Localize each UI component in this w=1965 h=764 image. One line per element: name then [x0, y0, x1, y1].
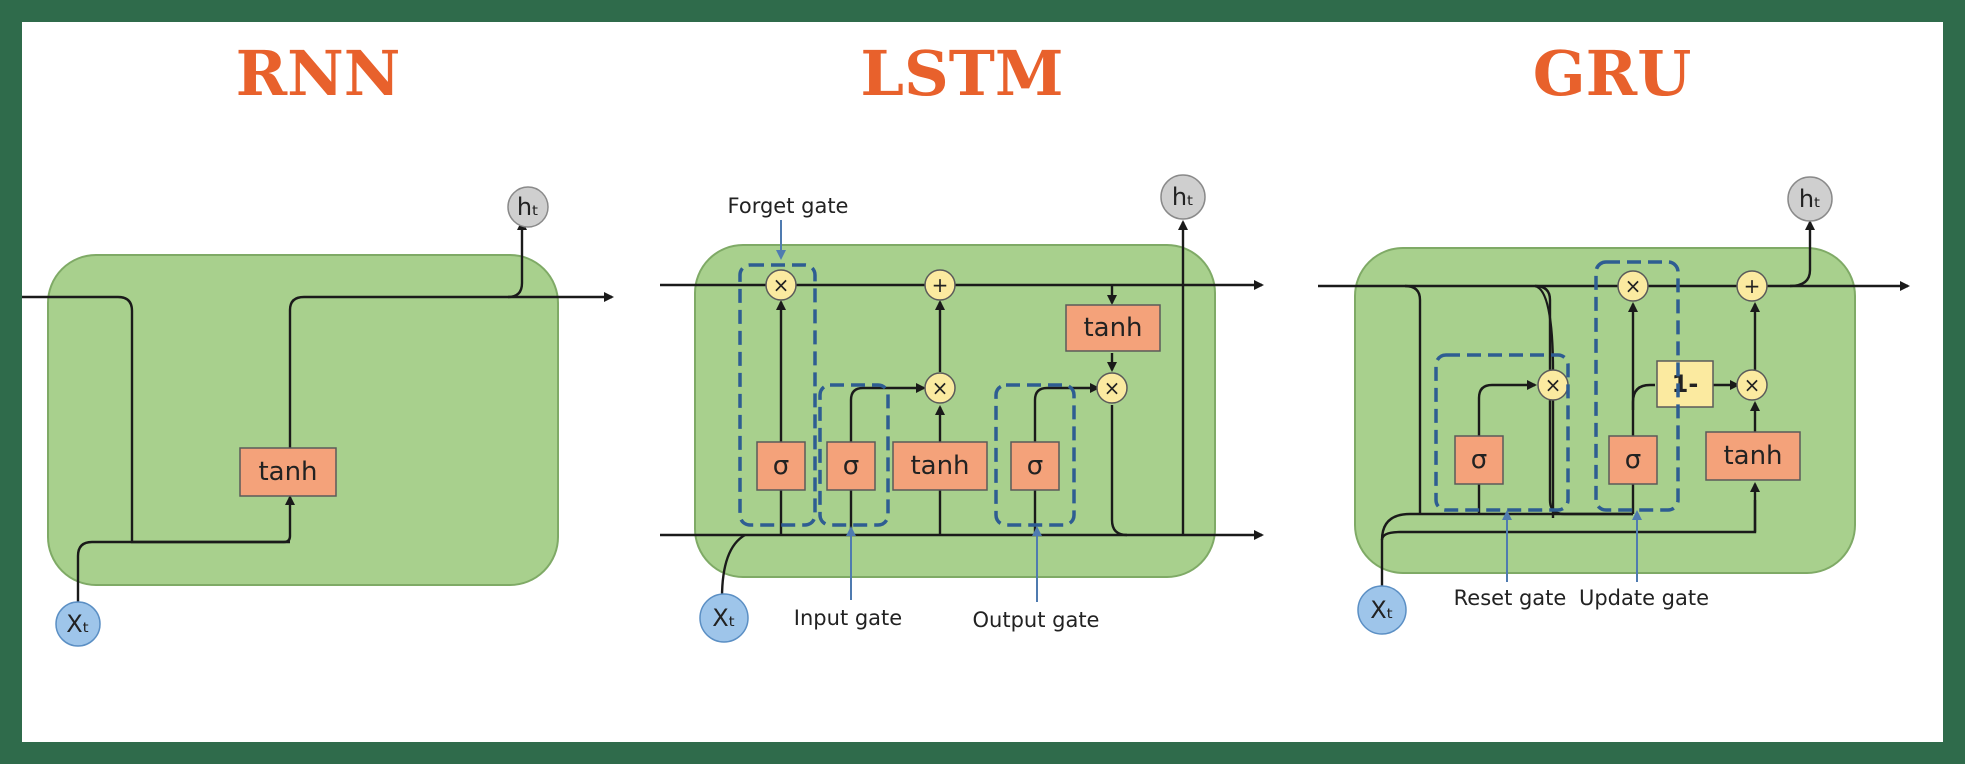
gru-reset-sigma: [1454, 435, 1504, 485]
gru-reset-gate-outline: [1434, 353, 1570, 512]
lstm-input-gate-line: [849, 383, 926, 442]
rnn-title: RNN: [236, 37, 401, 110]
lstm-forget-sigma: [756, 441, 806, 491]
lstm-output-multiply-label: ×: [1104, 376, 1121, 400]
gru-update-multiply-label: ×: [1625, 274, 1642, 298]
lstm-candidate-tanh: [892, 441, 988, 491]
lstm-output-sigma: [1010, 441, 1060, 491]
lstm-output-down: [1110, 405, 1128, 537]
gru-update-gate-outline: [1594, 260, 1680, 512]
gru-output-multiply-op: [1736, 369, 1768, 401]
gru-output-multiply-label: ×: [1744, 373, 1761, 397]
lstm-xt-label: Xₜ: [712, 604, 736, 632]
lstm-input-multiply-label: ×: [932, 376, 949, 400]
gru-add-op: [1736, 270, 1768, 302]
lstm-forget-gate-label: Forget gate: [728, 194, 849, 218]
lstm-input-sigma-label: σ: [843, 451, 859, 481]
lstm-x-input-line: [720, 533, 746, 599]
lstm-input-gate-outline: [818, 383, 890, 527]
gru-reset-multiply-label: ×: [1545, 373, 1562, 397]
rnn-ht-label: hₜ: [517, 193, 539, 221]
lstm-xt-node: [699, 593, 749, 643]
gru-one-minus-label: 1-: [1672, 370, 1699, 398]
gru-cell: [1354, 247, 1856, 574]
rnn-tanh-label: tanh: [258, 457, 317, 487]
lstm-ht-node: [1160, 174, 1206, 220]
gru-one-minus-box: [1656, 360, 1714, 408]
rnn-ht-line: [507, 220, 527, 299]
gru-title: GRU: [1533, 37, 1692, 110]
gru-add-label: +: [1744, 274, 1761, 298]
lstm-forget-sigma-label: σ: [773, 451, 789, 481]
gru-ht-node: [1787, 176, 1833, 222]
lstm-cell-tanh: [1065, 304, 1161, 352]
lstm-forget-gate-outline: [738, 263, 817, 527]
lstm-input-sigma: [826, 441, 876, 491]
gru-reset-gate-label: Reset gate: [1454, 586, 1567, 610]
gru-ht-line: [1789, 220, 1815, 288]
lstm-add-op: [924, 269, 956, 301]
lstm-candidate-tanh-label: tanh: [910, 451, 969, 481]
lstm-output-multiply-op: [1096, 372, 1128, 404]
gru-update-sigma-label: σ: [1625, 445, 1641, 475]
rnn-tanh-box: [239, 447, 337, 497]
gru-left-drop: [1404, 284, 1422, 514]
rnn-ht-node: [507, 186, 549, 228]
gru-reset-sigma-label: σ: [1471, 445, 1487, 475]
lstm-input-gate-label: Input gate: [794, 606, 902, 630]
lstm-diagram: σ σ tanh σ tanh × + × × Forget gate Inpu…: [660, 174, 1264, 643]
lstm-title: LSTM: [860, 37, 1063, 110]
gru-tanh-box: [1705, 431, 1801, 481]
rnn-diagram: tanh hₜ Xₜ: [22, 186, 614, 647]
gru-tanh-label: tanh: [1723, 441, 1782, 471]
gru-diagram: σ σ tanh 1- × × + × Reset gate Update ga…: [1318, 176, 1910, 635]
rnn-x-input-line: [76, 540, 290, 605]
gru-update-to-oneminus: [1631, 383, 1655, 410]
gru-ht-label: hₜ: [1799, 185, 1821, 213]
lstm-output-gate-line: [1033, 383, 1100, 442]
lstm-input-multiply-op: [924, 372, 956, 404]
rnn-cell: [47, 254, 559, 586]
rnn-xt-node: [55, 601, 101, 647]
lstm-output-gate-outline: [994, 383, 1076, 527]
lstm-forget-multiply-op: [765, 269, 797, 301]
gru-reset-sigma-out: [1477, 380, 1537, 436]
gru-update-gate-label: Update gate: [1579, 586, 1709, 610]
rnn-output-line: [288, 292, 614, 448]
gru-xt-node: [1357, 585, 1407, 635]
lstm-forget-multiply-label: ×: [773, 273, 790, 297]
lstm-cell-tanh-label: tanh: [1083, 313, 1142, 343]
lstm-output-gate-label: Output gate: [973, 608, 1100, 632]
gru-update-multiply-op: [1617, 270, 1649, 302]
rnn-xt-label: Xₜ: [66, 610, 90, 638]
gru-update-sigma: [1608, 435, 1658, 485]
lstm-ht-label: hₜ: [1172, 183, 1194, 211]
lstm-add-label: +: [932, 273, 949, 297]
lstm-output-sigma-label: σ: [1027, 451, 1043, 481]
gru-xt-label: Xₜ: [1370, 596, 1394, 624]
